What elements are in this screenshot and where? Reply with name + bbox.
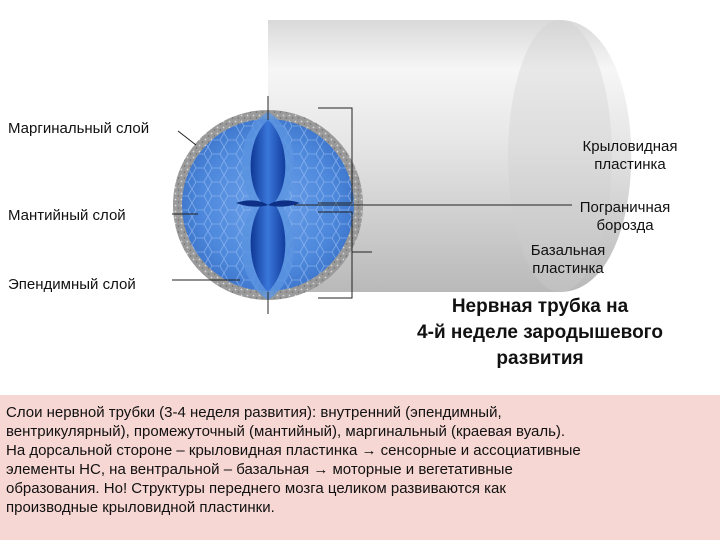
description-line: элементы НС, на вентральной – базальная … [6,461,513,478]
alar-bracket [318,107,353,204]
central-canal [250,120,286,292]
basal-plate-label: Базальная пластинка [530,242,606,277]
mantle-layer-label: Мантийный слой [8,207,126,224]
marginal-leader [177,130,197,146]
marginal-layer-label: Маргинальный слой [8,120,150,137]
figure-caption: Нервная трубка на 4-й неделе зародышевог… [417,296,663,369]
tube-far-end [508,20,612,292]
description-line: производные крыловидной пластинки. [6,499,275,516]
neural-tube-diagram: Маргинальный слой Мантийный слой Эпендим… [8,20,678,369]
description-line: Слои нервной трубки (3-4 неделя развития… [6,404,502,421]
basal-bracket [318,211,353,299]
ependymal-layer-label: Эпендимный слой [8,276,136,293]
neural-tube-illustration [172,20,632,314]
sulcus-limitans-fold [236,200,300,207]
description-box: Слои нервной трубки (3-4 неделя развития… [0,395,720,540]
description-line: образования. Но! Структуры переднего моз… [6,480,506,497]
description-line: вентрикулярный), промежуточный (мантийны… [6,423,566,440]
description-line: На дорсальной стороне – крыловидная плас… [6,442,581,459]
sulcus-limitans-label: Пограничная борозда [579,199,671,234]
alar-plate-label: Крыловидная пластинка [582,138,678,173]
